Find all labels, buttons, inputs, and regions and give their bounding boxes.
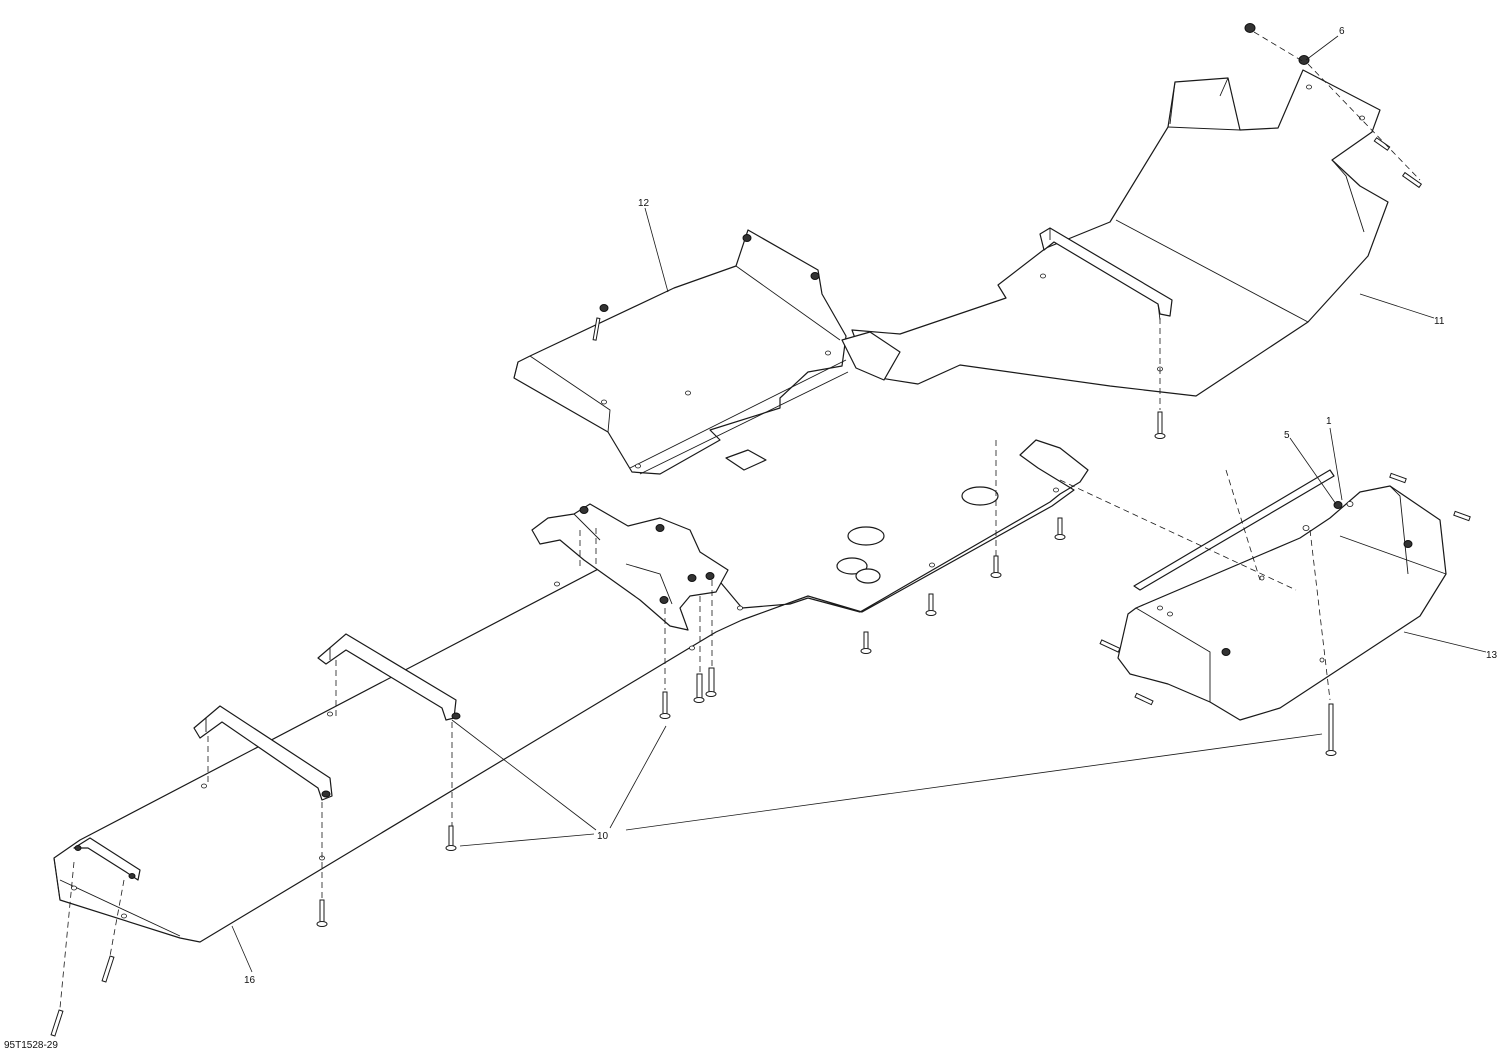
screw-b xyxy=(705,667,717,697)
screw-e xyxy=(990,555,1002,578)
screw-16c xyxy=(101,955,115,983)
callout-16: 16 xyxy=(244,975,256,986)
tab-under-guard xyxy=(841,331,901,381)
guard-part-12 xyxy=(513,229,849,475)
skid-plate-part-11 xyxy=(851,69,1389,397)
callouts: 1 5 6 10 11 12 13 16 xyxy=(244,26,1498,986)
screw-c xyxy=(860,631,872,654)
guard-part-13 xyxy=(1117,469,1447,721)
screw-g xyxy=(1154,411,1166,439)
nut-6a xyxy=(1244,23,1256,33)
screw-n xyxy=(1134,692,1154,706)
skid-plate-part-16 xyxy=(53,439,1089,943)
callout-5: 5 xyxy=(1284,430,1290,441)
screw-f xyxy=(1054,517,1066,540)
screw-16b xyxy=(50,1009,64,1037)
screw-16a xyxy=(316,899,328,927)
screw-j xyxy=(1373,137,1391,151)
screw-i xyxy=(1401,171,1423,189)
callout-12: 12 xyxy=(638,198,650,209)
callout-6: 6 xyxy=(1339,26,1345,37)
callout-13: 13 xyxy=(1486,650,1498,661)
nut-6b xyxy=(1298,55,1310,65)
screw-l xyxy=(1453,510,1471,522)
callout-10: 10 xyxy=(597,831,609,842)
assembly-lines xyxy=(59,31,1421,1009)
screw-10b xyxy=(659,691,671,719)
drawing-code: 95T1528-29 xyxy=(4,1040,58,1051)
screw-k xyxy=(1389,472,1407,484)
handle-bracket-middle xyxy=(317,633,461,721)
screw-d xyxy=(925,593,937,616)
screw-a xyxy=(693,673,705,703)
handle-bracket-tip xyxy=(73,837,141,881)
handle-bracket-front xyxy=(193,705,333,801)
callout-11: 11 xyxy=(1434,316,1445,327)
screw-10a xyxy=(445,825,457,851)
screw-10c xyxy=(1325,703,1337,756)
screw-h xyxy=(592,317,601,341)
callout-1: 1 xyxy=(1326,416,1332,427)
screw-m xyxy=(1099,639,1121,653)
leader-lines xyxy=(231,35,1487,973)
mounting-bracket xyxy=(531,503,729,631)
